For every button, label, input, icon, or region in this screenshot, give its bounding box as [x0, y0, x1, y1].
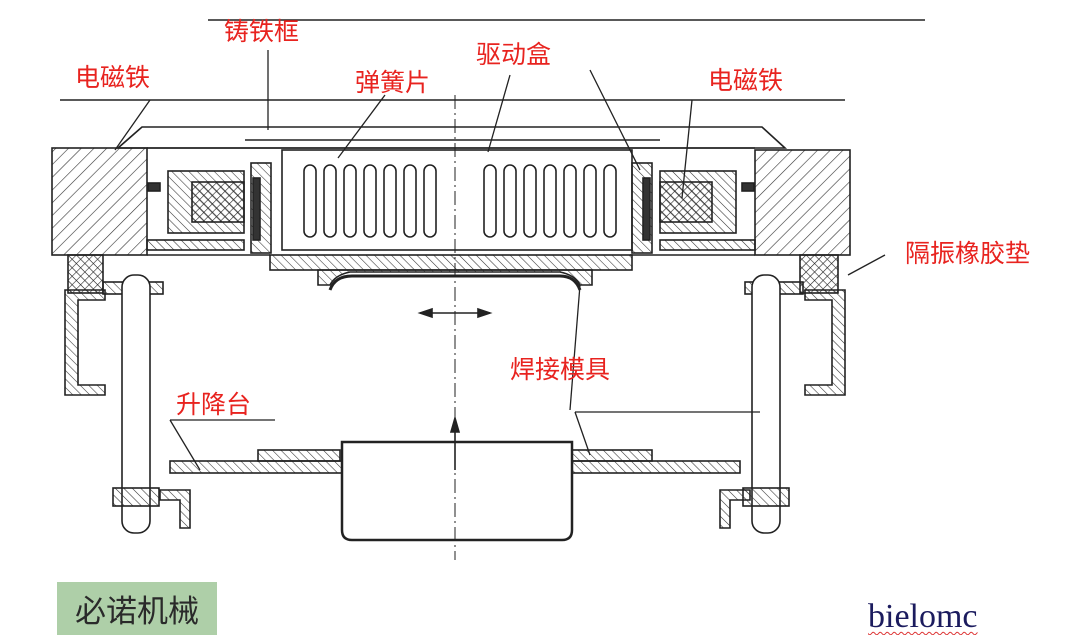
label-lift-table: 升降台: [176, 390, 252, 419]
spring-slot: [523, 164, 537, 238]
cast-iron-frame-left: [51, 147, 148, 256]
logo-text: 必诺机械: [75, 594, 199, 630]
spring-slot: [383, 164, 397, 238]
spring-slot: [583, 164, 597, 238]
top-cover: [115, 126, 788, 149]
spring-slot: [503, 164, 517, 238]
spring-slot: [403, 164, 417, 238]
drive-box: [281, 149, 633, 251]
label-rubber-pad: 隔振橡胶垫: [905, 239, 1031, 268]
spring-slot: [343, 164, 357, 238]
label-spring-plate: 弹簧片: [355, 68, 431, 97]
label-electromagnet-left: 电磁铁: [75, 63, 151, 92]
brand-name: bielomc: [868, 598, 978, 635]
spring-slot: [303, 164, 317, 238]
rubber-pad-left: [67, 254, 104, 294]
post-left: [121, 274, 151, 534]
spring-plates: [303, 164, 617, 238]
rubber-pad-right: [799, 254, 839, 294]
label-cast-iron-frame: 铸铁框: [224, 17, 300, 46]
spring-slot: [483, 164, 497, 238]
spring-slot: [363, 164, 377, 238]
spring-slot: [543, 164, 557, 238]
spring-slot: [563, 164, 577, 238]
electromagnet-right: [659, 170, 756, 251]
label-electromagnet-right: 电磁铁: [708, 66, 784, 95]
label-drive-box: 驱动盒: [476, 40, 552, 69]
welding-mold-container: [340, 440, 574, 542]
cast-iron-frame-right: [754, 149, 851, 256]
post-right: [751, 274, 781, 534]
drive-base-plate: [269, 254, 633, 271]
spring-slot: [603, 164, 617, 238]
company-logo: 必诺机械: [57, 582, 217, 635]
vertical-motion-arrow: [449, 415, 461, 433]
spring-slot: [323, 164, 337, 238]
spring-slot: [423, 164, 437, 238]
electromagnet-left: [146, 170, 245, 251]
label-welding-mold: 焊接模具: [510, 355, 611, 384]
